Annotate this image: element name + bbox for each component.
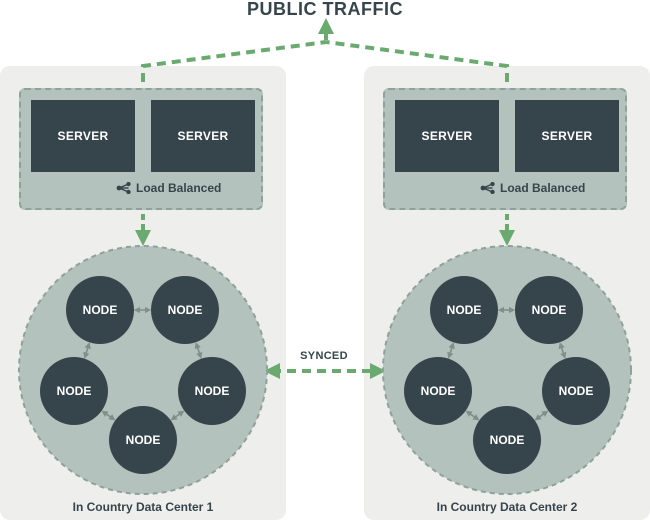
node-label: NODE: [57, 384, 92, 398]
load-balancer-group: SERVER SERVER Load Balanced: [19, 88, 263, 210]
load-balanced-label: Load Balanced: [116, 181, 221, 195]
node-link: [465, 410, 480, 421]
node-link: [447, 342, 455, 359]
node-link: [194, 342, 203, 359]
node-link: [170, 410, 185, 421]
server-box: SERVER: [151, 100, 255, 172]
node-circle: [109, 406, 177, 474]
load-balanced-text: Load Balanced: [136, 181, 222, 195]
data-center-label: In Country Data Center 2: [436, 500, 578, 514]
node-link: [558, 342, 567, 359]
node-link: [101, 410, 116, 421]
traffic-path-right: [325, 40, 509, 82]
node-label: NODE: [168, 303, 203, 317]
node-circle: [473, 406, 541, 474]
node-link: [534, 410, 549, 421]
node-circle: [178, 357, 246, 425]
node-circle: [515, 276, 583, 344]
load-balanced-label: Load Balanced: [480, 181, 585, 195]
node-circle: [40, 357, 108, 425]
load-balancer-group: SERVER SERVER Load Balanced: [383, 88, 627, 210]
node-group-1: NODE NODE NODE NODE NODE: [40, 276, 246, 474]
node-circle: [404, 357, 472, 425]
node-label: NODE: [126, 433, 161, 447]
node-label: NODE: [447, 303, 482, 317]
node-label: NODE: [421, 384, 456, 398]
node-circle: [430, 276, 498, 344]
server-box: SERVER: [515, 100, 619, 172]
node-label: NODE: [195, 384, 230, 398]
server-box: SERVER: [395, 100, 499, 172]
server-box: SERVER: [31, 100, 135, 172]
share-network-icon: [480, 182, 495, 194]
public-traffic-title: PUBLIC TRAFFIC: [247, 0, 403, 19]
data-center-label: In Country Data Center 1: [72, 500, 214, 514]
node-label: NODE: [83, 303, 118, 317]
traffic-path-left: [141, 40, 327, 82]
share-network-icon: [116, 182, 131, 194]
node-label: NODE: [532, 303, 567, 317]
node-circle: [542, 357, 610, 425]
node-label: NODE: [490, 433, 525, 447]
node-link: [83, 342, 91, 359]
node-label: NODE: [559, 384, 594, 398]
node-circle: [66, 276, 134, 344]
load-balanced-text: Load Balanced: [500, 181, 586, 195]
synced-label: SYNCED: [300, 350, 348, 362]
node-circle: [151, 276, 219, 344]
node-group-2: NODE NODE NODE NODE NODE: [404, 276, 610, 474]
